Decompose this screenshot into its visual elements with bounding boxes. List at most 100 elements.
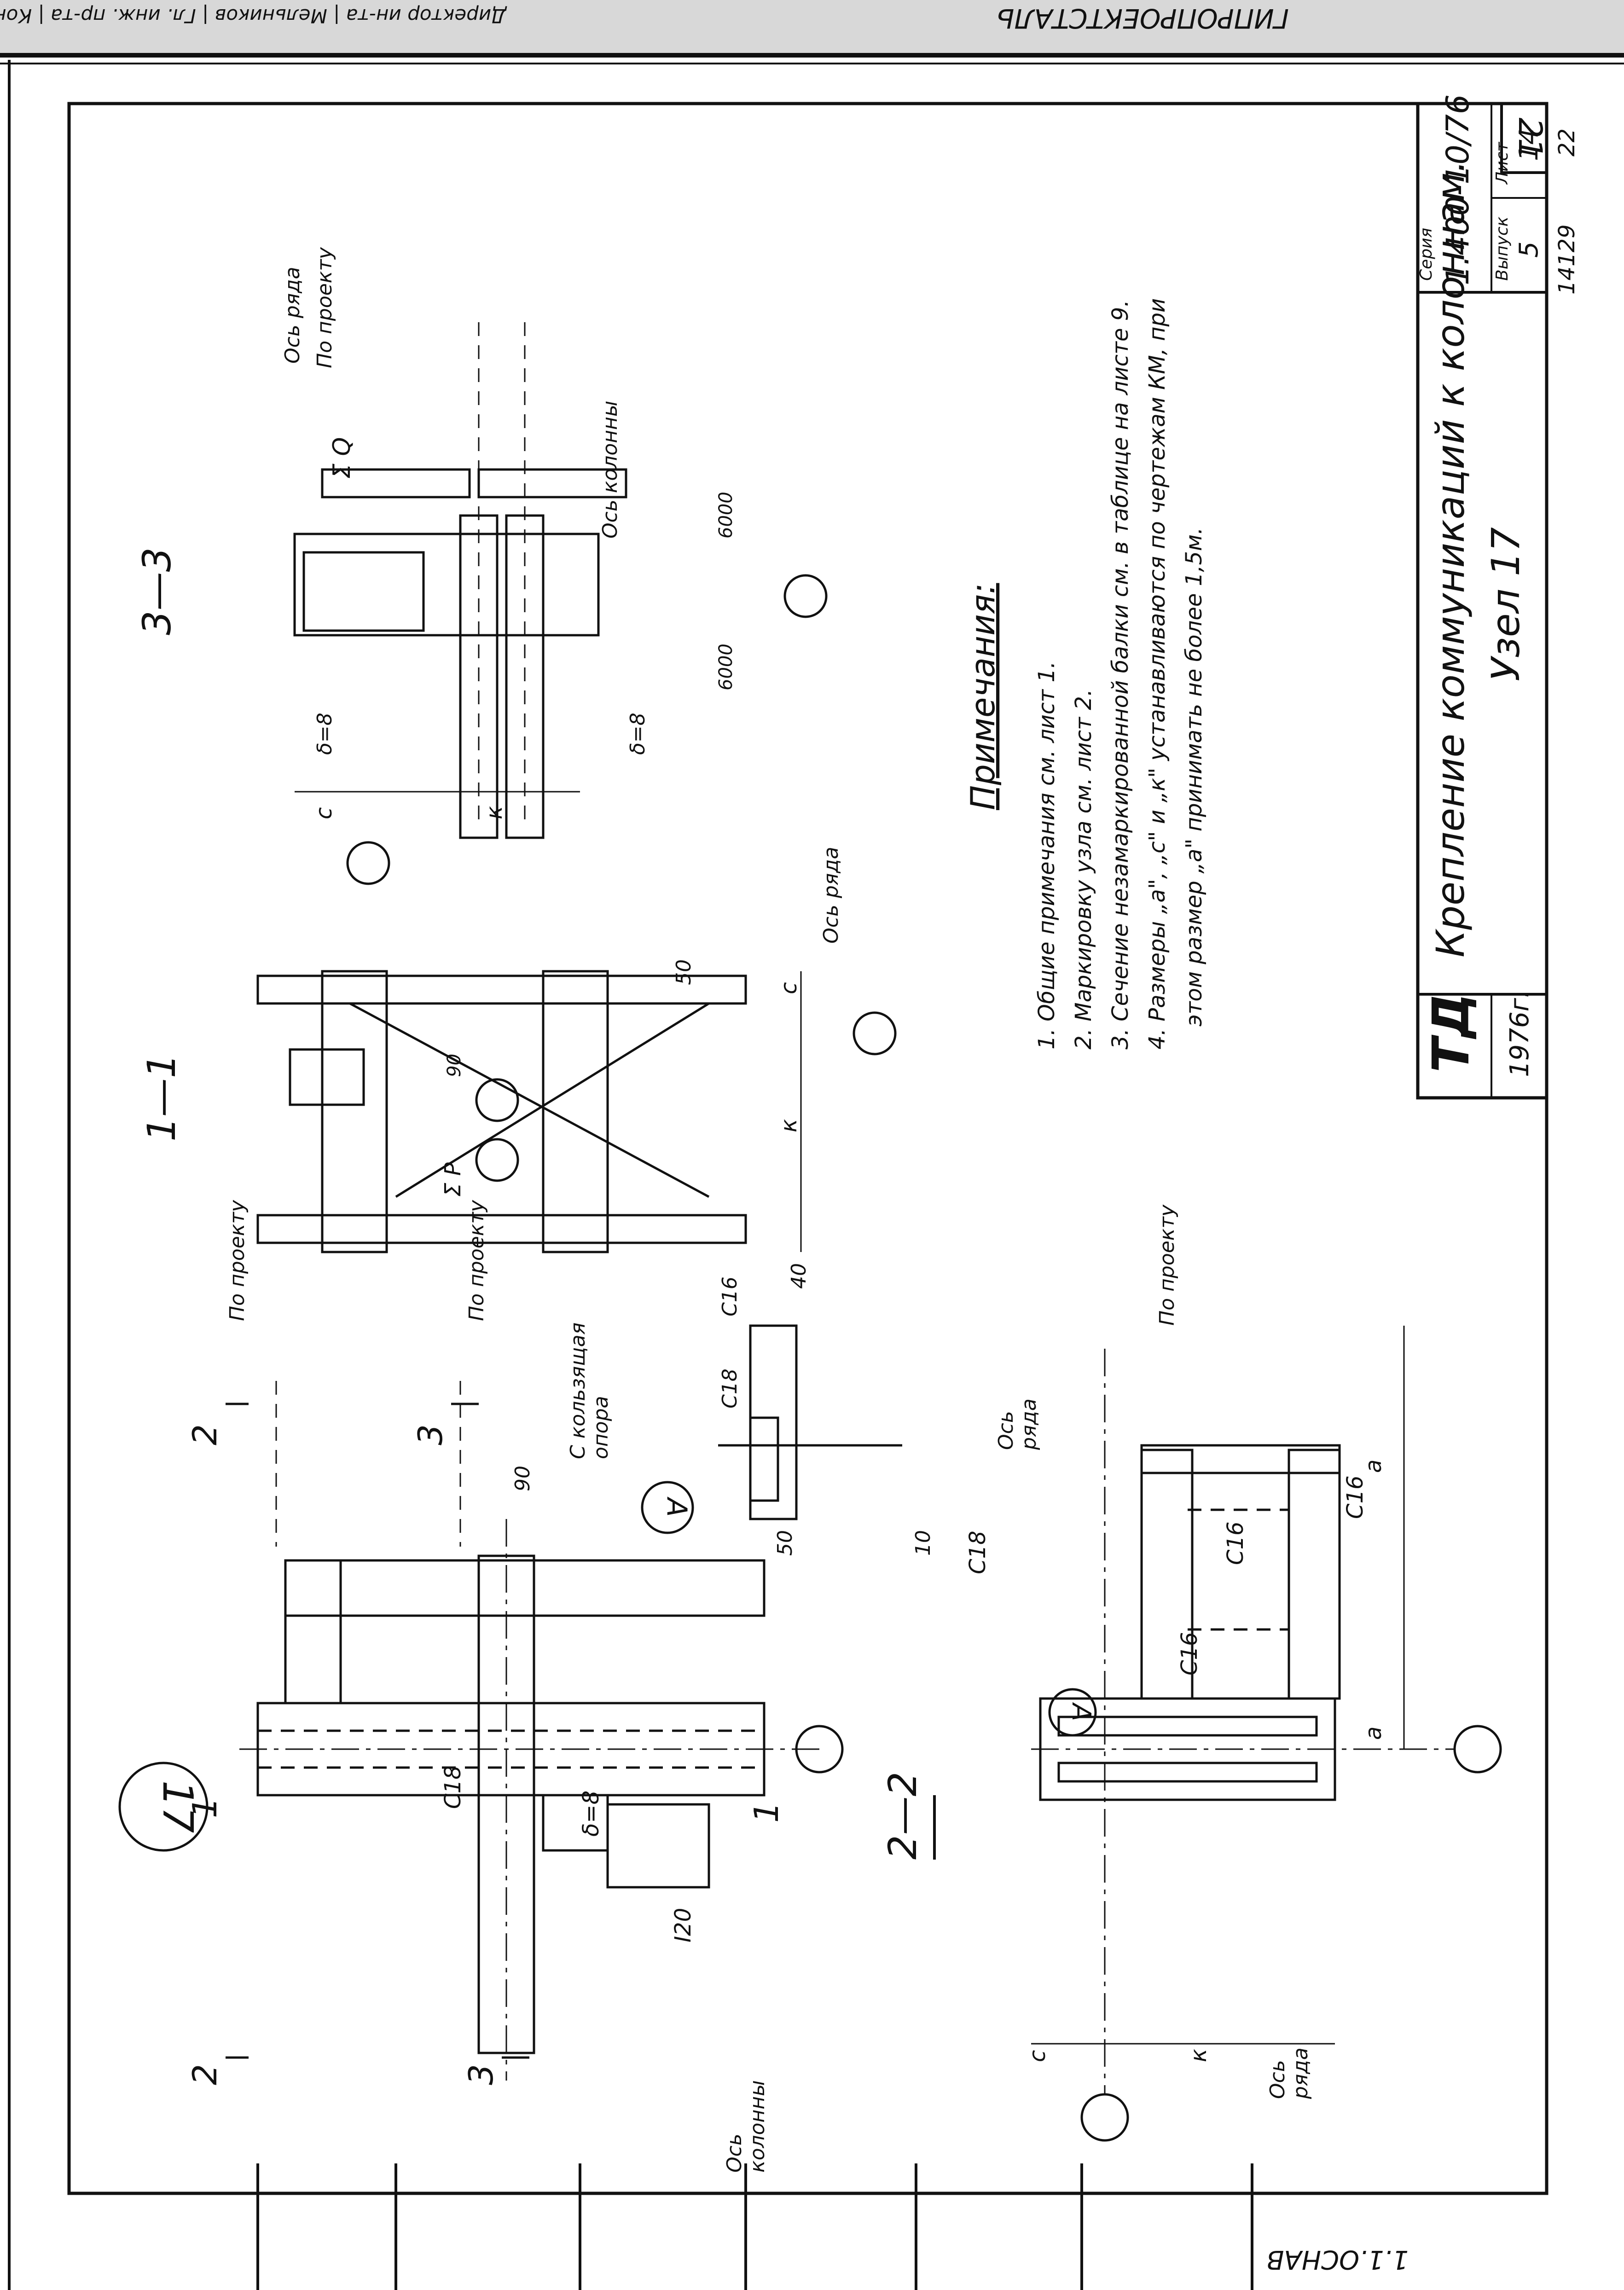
section-3-3: 3—3 Σ Q По проекту Ось ряда Ось колонны …	[134, 247, 828, 885]
detail-a-text: A	[661, 1496, 693, 1517]
section-2-2: 2—2 С18 С16 С16 С16 A Ось ряда Ось ряда …	[880, 1204, 1502, 2142]
issue-label: Выпуск	[1493, 216, 1512, 281]
label-6000-b: 6000	[715, 644, 737, 690]
label-i20: I20	[670, 1908, 696, 1942]
label-os-ryada-s22-a: Ось	[994, 1411, 1018, 1450]
cut-3-top: 3	[411, 1424, 450, 1445]
issue-value: 5	[1514, 241, 1544, 258]
node-number-text: 17	[153, 1780, 202, 1833]
s33-column	[293, 533, 600, 637]
column-axis-marker	[795, 1725, 844, 1774]
series-label: Серия	[1417, 228, 1436, 281]
label-dim-90-s11: 90	[444, 1054, 465, 1077]
section-1-1-title: 1—1	[139, 1054, 184, 1142]
note-4: 4. Размеры „а", „с" и „к" устанавливаютс…	[1144, 298, 1170, 1049]
label-c16-s22-b: С16	[1223, 1521, 1248, 1565]
s22-beam-c18	[1140, 1449, 1194, 1700]
label-os-ryada-s11: Ось ряда	[819, 846, 843, 944]
note-1: 1. Общие примечания см. лист 1.	[1034, 661, 1060, 1049]
title-year: 1976г.	[1505, 990, 1535, 1077]
label-dim-k-s11: к	[776, 1119, 802, 1132]
section-2-2-title: 2—2	[880, 1772, 925, 1860]
label-os-ryada-s22-c: Ось	[1266, 2060, 1289, 2099]
td-logo: ТД	[1421, 993, 1480, 1073]
label-os-ryada-s22-d: ряда	[1289, 2047, 1312, 2099]
label-opora: опора	[589, 1396, 613, 1460]
top-archive-strip: ГИПРОПРОЕКТСТАЛЬ Директор ин-та | Мельни…	[0, 0, 1624, 64]
bottom-ticks: 1.1.ОСНАВ	[256, 2163, 1409, 2290]
detail-a: A С18 С16 40 50 10	[641, 1263, 935, 1556]
label-c16-s22-a: С16	[1177, 1632, 1202, 1675]
note-2: 2. Маркировку узла см. лист 2.	[1071, 689, 1096, 1049]
label-6000-a: 6000	[715, 492, 737, 539]
s11-beam-top	[321, 970, 388, 1253]
label-dim-k-s22: к	[1186, 2049, 1212, 2062]
s22-axis-marker-bottom	[1080, 2093, 1129, 2142]
s33-axis-marker-bottom	[346, 841, 390, 885]
cut-1-bottom: 1	[747, 1802, 786, 1823]
cut-3-left: 3	[462, 2064, 500, 2085]
label-os-kolonny-s33: Ось колонны	[598, 400, 622, 539]
title-sub: Узел 17	[1483, 527, 1528, 681]
label-40-detail: 40	[787, 1263, 811, 1289]
section-3-3-title: 3—3	[134, 547, 180, 635]
s33-pipe-1	[321, 468, 471, 499]
label-delta8-main: δ=8	[578, 1791, 604, 1837]
label-po-proektu-1: По проекту	[226, 1200, 249, 1321]
cut-2-left: 2	[186, 2064, 224, 2085]
node-17-elevation: 17 I20 δ=8 С18 2 3 1 1 2 3 По проекту По	[118, 1200, 844, 2173]
label-po-proektu-2: По проекту	[465, 1200, 488, 1321]
order-number: 14129	[1554, 224, 1580, 295]
title-main: Крепление коммуникаций к колоннам.	[1428, 160, 1473, 957]
label-sum-p: Σ P	[440, 1162, 466, 1197]
s11-pipe-1	[475, 1078, 519, 1122]
label-delta8-s33-b: δ=8	[626, 713, 650, 755]
label-dim-a1: a	[1361, 1727, 1386, 1740]
note-5: этом размер „а" принимать не более 1,5м.	[1181, 528, 1207, 1026]
label-os-kolonny-main-2: колонны	[746, 2080, 769, 2173]
sheet-label: Лист	[1493, 142, 1512, 185]
detail-a-ref-text: A	[1066, 1702, 1096, 1721]
s22-beam-c16	[1288, 1449, 1341, 1700]
label-dim-c-s22: c	[1025, 2050, 1050, 2062]
order-code: 22	[1554, 128, 1580, 157]
drawing-frame	[67, 102, 1549, 2195]
label-dim-c-s33: c	[311, 807, 337, 819]
s22-axis-marker-right	[1453, 1725, 1502, 1774]
s11-beam-bottom	[542, 970, 609, 1253]
notes-block: Примечания: 1. Общие примечания см. лист…	[963, 298, 1207, 1049]
detail-a-circle	[641, 1481, 694, 1534]
section-1-1: 1—1 Σ P 90 50 c к Ось ряда	[139, 846, 897, 1253]
sheet-number-text: 21	[1511, 117, 1549, 158]
note-3: 3. Сечение незамаркированной балки см. в…	[1108, 300, 1133, 1049]
label-os-ryada-s22-b: ряда	[1017, 1398, 1041, 1450]
label-sum-q: Σ Q	[328, 437, 356, 479]
series-value: 1.400-10/76	[1440, 94, 1476, 285]
label-50-detail: 50	[773, 1530, 797, 1556]
label-dim-a2: a	[1361, 1460, 1386, 1473]
s33-axis-marker-right	[783, 574, 828, 618]
label-dim-90-main: 90	[511, 1466, 534, 1491]
label-10-detail: 10	[911, 1530, 935, 1556]
cut-1-top: 1	[186, 1797, 224, 1818]
notes-heading: Примечания:	[963, 583, 1002, 810]
node-number-circle	[118, 1762, 209, 1852]
bracket-c18-top	[284, 1559, 342, 1704]
bottom-stamp-text: 1.1.ОСНАВ	[1266, 2244, 1409, 2274]
label-c16-detail: С16	[718, 1276, 742, 1316]
detail-a-ref-circle	[1048, 1688, 1097, 1737]
s11-axis-marker	[853, 1011, 897, 1055]
title-block: ТД 1976г. Крепление коммуникаций к колон…	[1416, 94, 1580, 1100]
label-c18-main: С18	[440, 1765, 466, 1809]
label-dim-k-s33: к	[481, 806, 507, 819]
label-c18-s22: С18	[965, 1531, 991, 1574]
sheet-value: 14	[1514, 128, 1544, 161]
org-name-text: ГИПРОПРОЕКТСТАЛЬ	[996, 3, 1289, 34]
beam-i20	[606, 1803, 710, 1889]
s11-pipe-2	[475, 1138, 519, 1182]
label-po-proektu-s22: По проекту	[1155, 1204, 1179, 1326]
label-c18-detail: С18	[718, 1368, 742, 1409]
label-c16-s22-c: С16	[1342, 1475, 1368, 1519]
